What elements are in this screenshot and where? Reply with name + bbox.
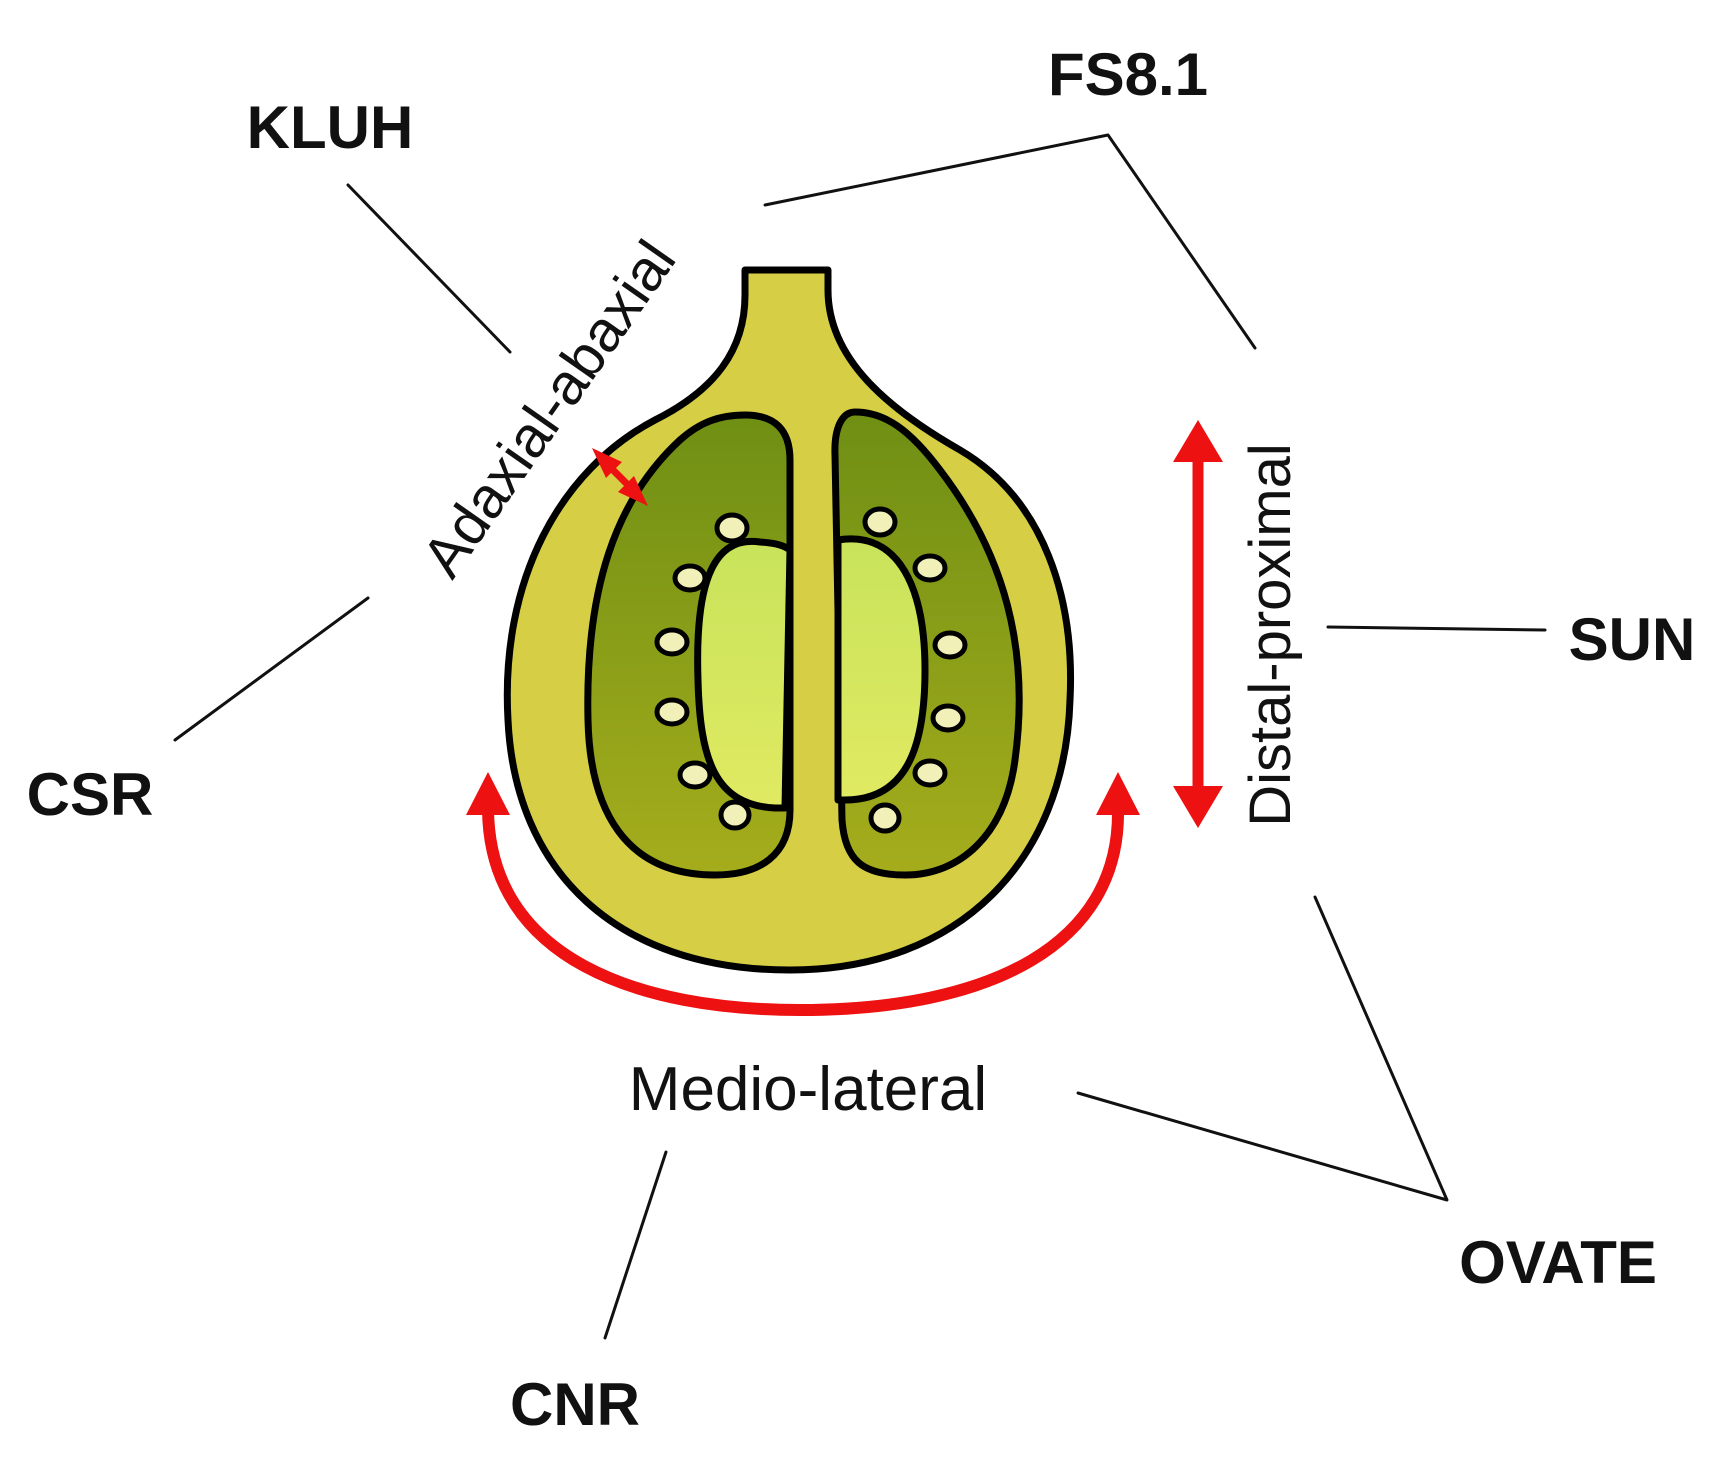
distal-proximal-label: Distal-proximal: [1238, 443, 1303, 827]
right-seeds: [862, 506, 968, 834]
seed: [672, 563, 708, 593]
medio-lateral-arrow: [466, 772, 1140, 1017]
gene-label-kluh: KLUH: [247, 94, 414, 161]
fs81-leader: [763, 133, 1257, 350]
seed: [654, 627, 690, 657]
seed: [868, 802, 902, 834]
seed: [654, 697, 690, 727]
seed: [862, 506, 898, 538]
seed: [912, 758, 948, 788]
gene-label-sun: SUN: [1569, 606, 1696, 673]
ovate-leader: [1076, 895, 1449, 1202]
adaxial-abaxial-arrow: [592, 448, 648, 506]
kluh-leader: [346, 183, 512, 354]
left-placenta: [694, 537, 794, 812]
gene-label-cnr: CNR: [510, 1371, 640, 1438]
seed: [930, 703, 966, 733]
cnr-leader: [603, 1150, 668, 1340]
right-placenta: [834, 535, 929, 804]
seed: [677, 760, 713, 790]
gene-label-ovate: OVATE: [1459, 1229, 1657, 1296]
medio-lateral-label: Medio-lateral: [629, 1055, 987, 1124]
seed: [912, 553, 948, 583]
gene-label-fs81: FS8.1: [1048, 41, 1208, 108]
gene-label-csr: CSR: [27, 761, 154, 828]
left-seeds: [654, 512, 752, 831]
seed: [714, 512, 750, 544]
seed: [932, 630, 968, 660]
distal-proximal-arrow: [1173, 420, 1223, 828]
csr-leader: [173, 596, 370, 742]
seed: [718, 799, 752, 831]
sun-leader: [1326, 625, 1547, 632]
